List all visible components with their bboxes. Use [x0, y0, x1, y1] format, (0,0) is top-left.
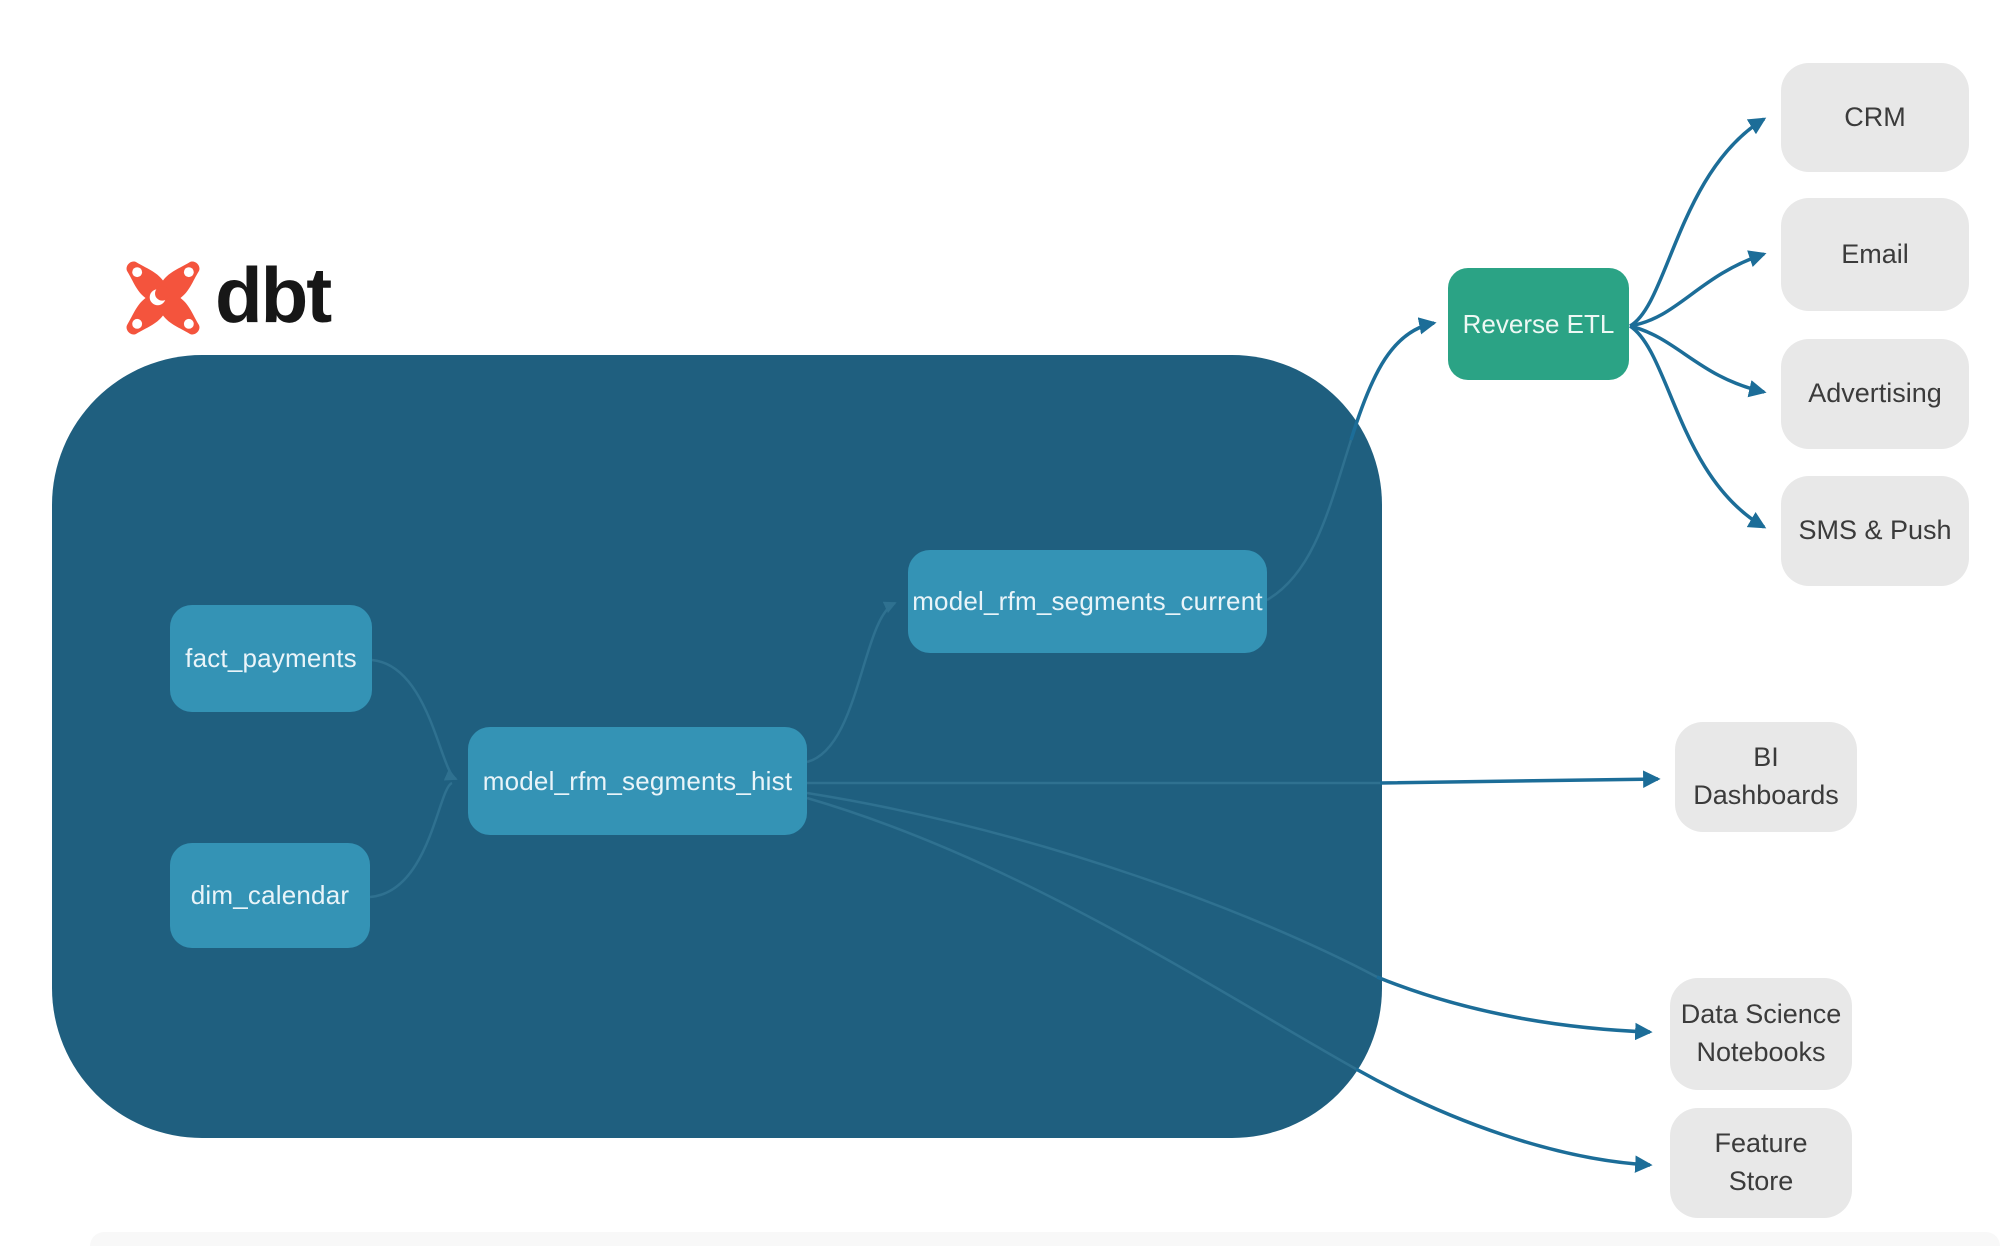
- edge-dimcalendar-hist: [369, 781, 453, 899]
- edge-current-reverseetl: [1349, 317, 1437, 441]
- node-label: dim_calendar: [190, 880, 350, 910]
- node-label: CRM: [1844, 101, 1906, 132]
- node-dim-calendar: dim_calendar: [170, 843, 370, 948]
- node-label: BI Dashboards: [1693, 742, 1839, 810]
- edge-hist-current: [806, 601, 897, 764]
- node-label: SMS & Push: [1798, 515, 1952, 546]
- next-section-strip: [90, 1232, 2000, 1246]
- dbt-star-icon: [125, 260, 201, 336]
- edge-hist-featurestore-inside: [806, 796, 1357, 1071]
- node-label: model_rfm_segments_current: [912, 586, 1263, 616]
- edge-reverseetl-advertising: [1629, 324, 1767, 398]
- node-data-science-notebooks: Data Science Notebooks: [1670, 978, 1852, 1090]
- edges-inside-container: [369, 439, 1380, 1071]
- edge-reverseetl-email: [1629, 250, 1767, 328]
- edges-outside-container: [1349, 117, 1767, 1173]
- node-model-rfm-segments-current: model_rfm_segments_current: [908, 550, 1267, 653]
- node-feature-store: Feature Store: [1670, 1108, 1852, 1218]
- node-reverse-etl: Reverse ETL: [1448, 268, 1629, 380]
- edge-hist-bi: [1379, 770, 1661, 788]
- edge-reverseetl-sms: [1629, 324, 1767, 529]
- edge-current-reverseetl-inside: [1266, 439, 1353, 602]
- edge-reverseetl-crm: [1629, 117, 1767, 328]
- node-label: Reverse ETL: [1462, 308, 1615, 339]
- node-fact-payments: fact_payments: [170, 605, 372, 712]
- edge-hist-notebooks-inside: [806, 791, 1378, 979]
- node-crm: CRM: [1781, 63, 1969, 172]
- node-model-rfm-segments-hist: model_rfm_segments_hist: [468, 727, 807, 835]
- node-label: model_rfm_segments_hist: [482, 765, 793, 796]
- node-advertising: Advertising: [1781, 339, 1969, 449]
- edge-hist-notebooks: [1376, 975, 1653, 1041]
- dbt-logo-text: dbt: [215, 251, 332, 339]
- dbt-logo: dbt: [125, 251, 332, 340]
- node-label: fact_payments: [185, 643, 357, 673]
- edge-hist-featurestore: [1355, 1067, 1653, 1173]
- node-bi-dashboards: BI Dashboards: [1675, 722, 1857, 832]
- node-label: Feature Store: [1714, 1128, 1808, 1196]
- node-sms-push: SMS & Push: [1781, 476, 1969, 586]
- node-label: Advertising: [1808, 378, 1942, 409]
- edge-factpayments-hist: [371, 658, 458, 781]
- node-email: Email: [1781, 198, 1969, 311]
- node-label: Email: [1841, 238, 1909, 269]
- node-label: Data Science Notebooks: [1680, 999, 1842, 1067]
